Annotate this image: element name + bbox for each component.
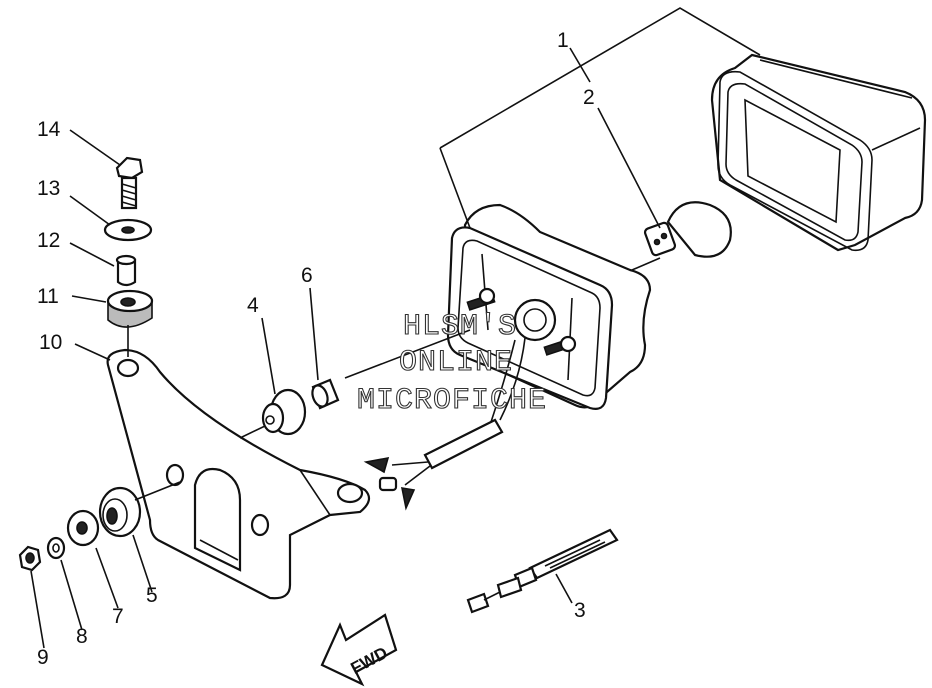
callout-12: 12 — [37, 229, 60, 252]
spacer-collar[interactable] — [310, 378, 340, 410]
washer-13[interactable] — [103, 218, 153, 242]
collar[interactable] — [115, 254, 137, 287]
damper[interactable] — [261, 388, 307, 436]
callout-6: 6 — [301, 264, 313, 287]
nut[interactable] — [18, 545, 42, 572]
grommet-11[interactable] — [106, 289, 154, 328]
watermark-line-2: ONLINE — [399, 346, 513, 380]
wire-harness[interactable] — [363, 337, 526, 511]
bolt[interactable] — [115, 156, 144, 210]
callout-8: 8 — [76, 625, 88, 648]
watermark-line-1: HLSM'S — [403, 310, 517, 344]
lock-washer[interactable] — [46, 536, 66, 560]
callout-13: 13 — [37, 177, 60, 200]
callout-1: 1 — [557, 29, 569, 52]
callout-11: 11 — [37, 285, 59, 308]
leader-lines — [30, 7, 761, 649]
watermark: HLSM'S ONLINE MICROFICHE — [356, 309, 547, 418]
washer-7[interactable] — [66, 509, 100, 547]
mounting-bracket[interactable] — [106, 348, 371, 600]
callout-2: 2 — [583, 86, 595, 109]
callout-3: 3 — [574, 599, 586, 622]
tail-light-lens[interactable] — [710, 53, 927, 252]
forward-direction-arrow: FWD — [320, 613, 398, 687]
bulb[interactable] — [643, 201, 732, 258]
callout-4: 4 — [247, 294, 259, 317]
callout-10: 10 — [39, 331, 62, 354]
grommet-5[interactable] — [98, 486, 142, 538]
cable-tie[interactable] — [466, 528, 619, 614]
callout-5: 5 — [146, 584, 158, 607]
callout-14: 14 — [37, 118, 61, 141]
watermark-line-3: MICROFICHE — [357, 384, 547, 418]
callout-9: 9 — [37, 646, 49, 669]
callout-7: 7 — [112, 605, 124, 628]
